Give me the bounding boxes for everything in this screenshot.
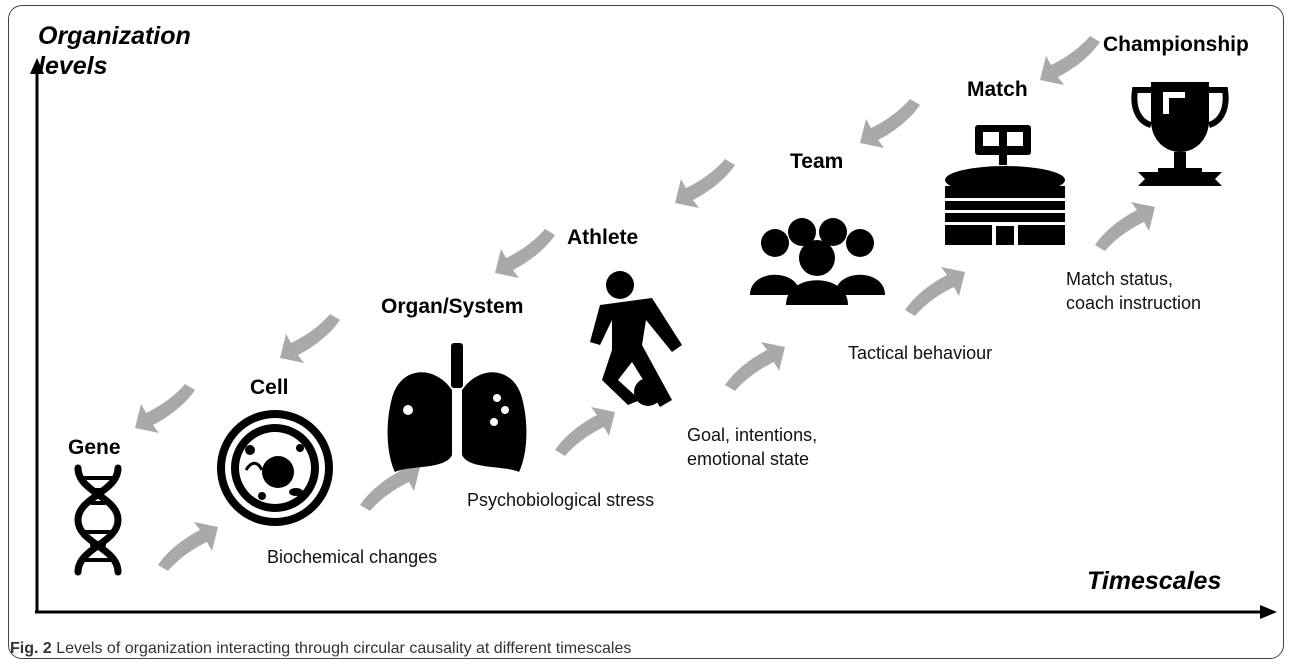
cell-icon	[217, 410, 333, 526]
down-arrow-athlete-to-organ	[495, 229, 555, 278]
y-axis-title-line1: Organization	[38, 22, 191, 50]
up-arrow-athlete-to-team	[725, 342, 785, 391]
effect-label-goal-line2: emotional state	[687, 449, 810, 469]
down-arrow-championship-to-match	[1040, 36, 1100, 85]
effect-label-psychobiological: Psychobiological stress	[467, 490, 655, 510]
down-arrow-match-to-team	[860, 99, 920, 148]
effect-label-goal: Goal, intentions, emotional state	[687, 423, 817, 471]
down-arrow-team-to-athlete	[675, 159, 735, 208]
effect-label-match-line2: coach instruction	[1066, 293, 1202, 313]
level-label-gene: Gene	[68, 436, 121, 459]
caption-text: Levels of organization interacting throu…	[51, 640, 632, 657]
level-label-organ-system: Organ/System	[381, 295, 524, 318]
effect-label-match-line1: Match status,	[1066, 269, 1174, 289]
level-label-match: Match	[967, 78, 1028, 101]
level-label-championship: Championship	[1103, 33, 1249, 56]
caption-figure-number: Fig. 2	[10, 640, 52, 657]
effect-label-match-status: Match status, coach instruction	[1066, 267, 1201, 315]
figure-caption: Fig. 2 Levels of organization interactin…	[10, 640, 631, 658]
y-axis-arrowhead	[30, 58, 44, 74]
up-arrow-cell-to-organ	[360, 462, 420, 511]
x-axis-title: Timescales	[1087, 567, 1222, 595]
x-axis-arrowhead	[1260, 605, 1277, 619]
effect-label-goal-line1: Goal, intentions,	[687, 425, 818, 445]
group-people-icon	[750, 218, 885, 305]
up-arrow-organ-to-athlete	[555, 407, 615, 456]
up-arrow-gene-to-cell	[158, 522, 218, 571]
figure-frame	[8, 5, 1284, 659]
axes	[30, 58, 1277, 619]
trophy-icon	[1131, 82, 1229, 186]
down-arrow-organ-to-cell	[280, 314, 340, 363]
stadium-icon	[945, 125, 1065, 245]
up-arrow-team-to-match	[905, 267, 965, 316]
y-axis-title: Organization levels	[38, 21, 191, 81]
football-player-icon	[590, 271, 682, 407]
up-arrow-match-to-championship	[1095, 202, 1155, 251]
level-label-cell: Cell	[250, 376, 289, 399]
dna-icon	[74, 464, 122, 576]
effect-label-biochemical: Biochemical changes	[267, 547, 438, 567]
y-axis-title-line2: levels	[38, 52, 108, 80]
down-arrow-cell-to-gene	[135, 384, 195, 433]
effect-label-tactical: Tactical behaviour	[848, 343, 993, 363]
level-label-team: Team	[790, 150, 844, 173]
level-label-athlete: Athlete	[567, 226, 639, 249]
lungs-icon	[387, 343, 527, 472]
